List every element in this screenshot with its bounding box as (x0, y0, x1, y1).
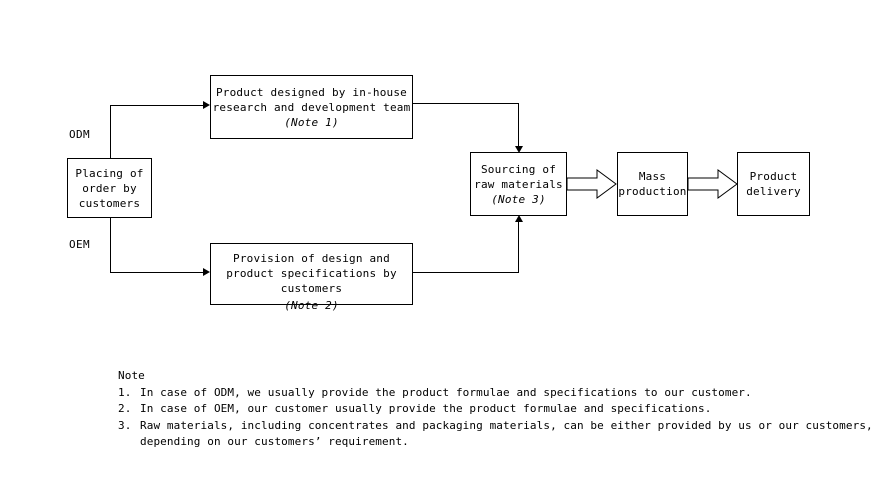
node-product-delivery[interactable]: Product delivery (737, 152, 810, 216)
node-mass-production[interactable]: Mass production (617, 152, 688, 216)
node-placing-of-order-line-1: Placing of (75, 166, 144, 180)
node-mass-production-line-1: Mass (638, 170, 667, 183)
arrowhead-to-odm-box (203, 101, 210, 109)
node-odm-product-design-note-ref: (Note 1) (284, 115, 339, 129)
arrowhead-sourcing-bottom (515, 215, 523, 222)
node-product-delivery-line-2: delivery (746, 185, 801, 198)
connector-odm-horizontal (110, 105, 204, 106)
note-item-3: 3. Raw materials, including concentrates… (118, 418, 873, 435)
node-oem-design-provision-note-ref: (Note 2) (284, 299, 339, 312)
node-odm-product-design-line-1: Product designed by in-house (215, 85, 408, 99)
note-item-2: 2. In case of OEM, our customer usually … (118, 401, 873, 418)
node-oem-design-provision-line-2: product specifications by (226, 267, 397, 280)
connector-oem-horizontal (110, 272, 204, 273)
notes-title: Note (118, 369, 145, 382)
node-product-delivery-line-1: Product (749, 170, 798, 183)
node-placing-of-order-line-3: customers (78, 196, 141, 210)
node-mass-production-line-2: production (618, 185, 687, 198)
node-sourcing-raw-materials-note-ref: (Note 3) (491, 192, 546, 206)
node-oem-design-provision[interactable]: Provision of design and product specific… (210, 243, 413, 312)
block-arrow-sourcing-to-production (566, 168, 617, 200)
node-placing-of-order-line-2: order by (82, 181, 137, 195)
note-item-2-number: 2. (118, 402, 132, 415)
node-odm-product-design[interactable]: Product designed by in-house research an… (210, 75, 413, 139)
node-sourcing-raw-materials-line-1: Sourcing of (480, 162, 557, 176)
arrowhead-to-oem-box (203, 268, 210, 276)
node-sourcing-raw-materials-line-2: raw materials (474, 177, 563, 191)
connector-oem-to-sourcing-vertical (518, 221, 519, 272)
node-oem-design-provision-line-3: customers (280, 282, 343, 295)
node-placing-of-order[interactable]: Placing of order by customers (67, 158, 152, 218)
node-sourcing-raw-materials[interactable]: Sourcing of raw materials (Note 3) (470, 152, 567, 216)
block-arrow-production-to-delivery (687, 168, 738, 200)
connector-odm-to-sourcing-vertical (518, 103, 519, 148)
connector-oem-to-sourcing-horizontal (413, 272, 519, 273)
node-oem-design-provision-line-1: Provision of design and (233, 252, 390, 265)
node-odm-product-design-line-2: research and development team (212, 100, 411, 114)
note-item-3-number: 3. (118, 418, 132, 432)
note-item-3-text: Raw materials, including concentrates an… (140, 418, 873, 432)
note-item-1: 1. In case of ODM, we usually provide th… (118, 385, 873, 402)
note-item-3-continuation: depending on our customers’ requirement. (140, 435, 409, 448)
arrowhead-sourcing-top (515, 146, 523, 153)
edge-label-oem: OEM (69, 238, 91, 251)
note-item-2-text: In case of OEM, our customer usually pro… (140, 402, 712, 415)
connector-odm-to-sourcing-horizontal (413, 103, 519, 104)
note-item-1-number: 1. (118, 385, 132, 399)
note-item-1-text: In case of ODM, we usually provide the p… (140, 385, 752, 399)
edge-label-odm: ODM (69, 128, 91, 141)
notes-section: Note 1. In case of ODM, we usually provi… (118, 368, 873, 451)
